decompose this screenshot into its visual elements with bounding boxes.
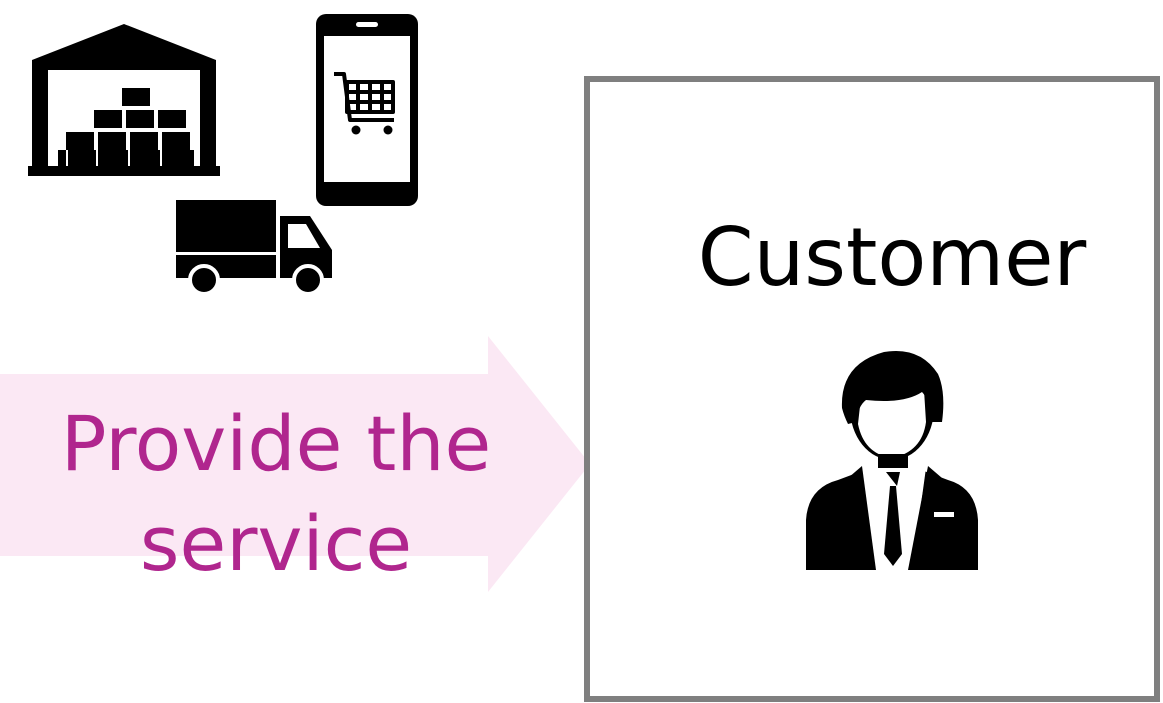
provide-service-arrow bbox=[0, 336, 590, 592]
warehouse-icon bbox=[28, 24, 220, 176]
customer-box: Customer bbox=[584, 76, 1160, 702]
businessman-icon bbox=[806, 350, 978, 570]
arrow-shape bbox=[0, 336, 590, 592]
delivery-truck-icon bbox=[176, 200, 332, 296]
customer-title: Customer bbox=[697, 211, 1087, 304]
arrow-text-line1: Provide the bbox=[60, 399, 492, 488]
arrow-text-line2: service bbox=[139, 499, 413, 588]
smartphone-cart-icon bbox=[316, 14, 418, 206]
